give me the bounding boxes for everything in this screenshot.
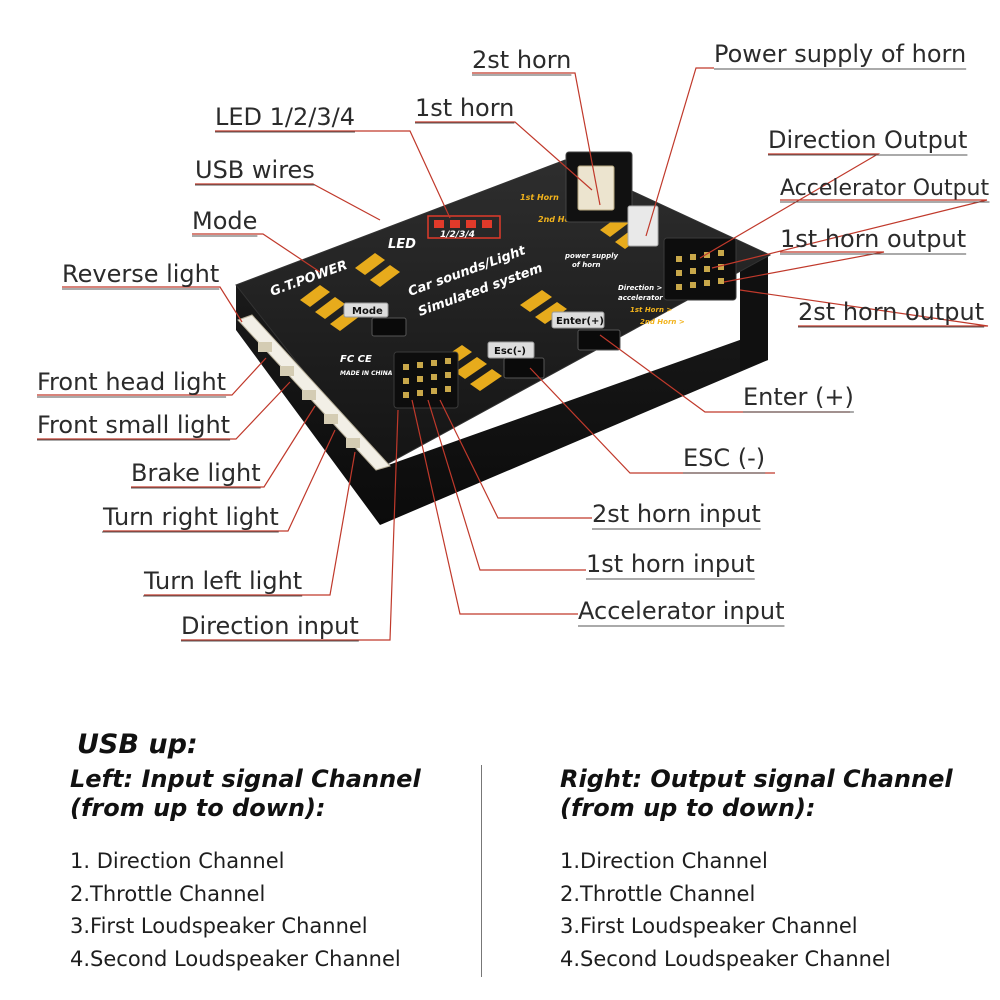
- input-heading-line-2: (from up to down):: [70, 794, 326, 822]
- input-channel-heading: Left: Input signal Channel (from up to d…: [70, 765, 490, 823]
- output-heading-line-1: Right: Output signal Channel: [560, 765, 953, 793]
- label-led: LED 1/2/3/4: [215, 103, 355, 131]
- label-1st-horn-input: 1st horn input: [586, 550, 755, 578]
- horn-power-connector[interactable]: [627, 205, 659, 247]
- controller-device: G.T.POWER Car sounds/Light Simulated sys…: [235, 151, 772, 525]
- input-channel-column: Left: Input signal Channel (from up to d…: [70, 765, 490, 975]
- callout-labels: 2st horn Power supply of horn LED 1/2/3/…: [37, 40, 990, 642]
- silk-2nd-horn: 2nd Horn: [538, 215, 580, 224]
- output-pin-header[interactable]: [663, 237, 737, 301]
- led-2: [450, 220, 460, 228]
- case-side-wall: [740, 255, 768, 370]
- led-label: LED: [388, 237, 416, 252]
- list-item: 3.First Loudspeaker Channel: [560, 914, 858, 938]
- input-heading-line-1: Left: Input signal Channel: [70, 765, 421, 793]
- output-channel-column: Right: Output signal Channel (from up to…: [560, 765, 980, 975]
- label-enter: Enter (+): [743, 383, 854, 411]
- list-item: 3.First Loudspeaker Channel: [70, 914, 368, 938]
- input-pin-header[interactable]: [393, 351, 459, 409]
- input-channel-list: 1. Direction Channel 2.Throttle Channel …: [70, 845, 490, 975]
- esc-button-plate: [487, 341, 535, 359]
- enter-button[interactable]: Enter(+): [551, 311, 621, 351]
- usb-notes: USB up: Left: Input signal Channel (from…: [0, 725, 1000, 1000]
- label-accelerator-input: Accelerator input: [578, 597, 784, 625]
- horn-connector-block[interactable]: [565, 151, 659, 247]
- label-direction-input: Direction input: [181, 612, 359, 640]
- list-item: 4.Second Loudspeaker Channel: [70, 946, 401, 971]
- silk-r-2nd-horn: 2nd Horn >: [640, 318, 685, 326]
- label-1st-horn-output: 1st horn output: [780, 225, 966, 253]
- label-turn-left-light: Turn left light: [143, 567, 302, 595]
- silk-r-1st-horn: 1st Horn >: [630, 306, 672, 314]
- led-1: [434, 220, 444, 228]
- label-2st-horn-input: 2st horn input: [592, 500, 761, 528]
- label-usb-wires: USB wires: [195, 156, 315, 184]
- silk-accelerator: accelerator >: [618, 294, 671, 302]
- device-diagram: G.T.POWER Car sounds/Light Simulated sys…: [37, 40, 990, 642]
- list-item: 1. Direction Channel: [70, 849, 285, 873]
- label-direction-output: Direction Output: [768, 126, 967, 154]
- label-2st-horn: 2st horn: [472, 46, 571, 74]
- silk-power-supply: power supply: [564, 252, 618, 260]
- case-front-wall: [236, 285, 768, 525]
- light-connector-row[interactable]: [237, 314, 391, 471]
- usb-up-heading: USB up:: [77, 729, 198, 760]
- label-reverse-light: Reverse light: [62, 260, 219, 288]
- made-in-label: MADE IN CHINA: [340, 370, 393, 377]
- mode-button[interactable]: Mode: [343, 302, 407, 337]
- label-esc: ESC (-): [683, 444, 765, 472]
- silk-1st-horn: 1st Horn: [520, 193, 559, 202]
- led-bar: [427, 215, 501, 239]
- label-front-head-light: Front head light: [37, 368, 226, 396]
- output-channel-list: 1.Direction Channel 2.Throttle Channel 3…: [560, 845, 980, 975]
- list-item: 1.Direction Channel: [560, 849, 768, 873]
- mode-button-label: Mode: [352, 306, 383, 317]
- mode-button-plate: [343, 302, 389, 318]
- label-2st-horn-output: 2st horn output: [798, 298, 984, 326]
- label-power-supply-of-horn: Power supply of horn: [714, 40, 966, 68]
- enter-button-plate: [551, 311, 605, 329]
- enter-button-label: Enter(+): [556, 316, 604, 327]
- silk-direction: Direction >: [618, 284, 663, 292]
- led-4: [482, 220, 492, 228]
- list-item: 2.Throttle Channel: [70, 881, 266, 906]
- label-accelerator-output: Accelerator Output: [780, 176, 989, 201]
- label-1st-horn: 1st horn: [415, 94, 514, 122]
- output-heading-line-2: (from up to down):: [560, 794, 816, 822]
- label-mode: Mode: [192, 207, 257, 235]
- cert-marks: FC CE: [340, 354, 372, 365]
- led-3: [466, 220, 476, 228]
- output-channel-heading: Right: Output signal Channel (from up to…: [560, 765, 980, 823]
- list-item: 4.Second Loudspeaker Channel: [560, 946, 891, 971]
- label-brake-light: Brake light: [131, 459, 261, 487]
- label-turn-right-light: Turn right light: [102, 503, 279, 531]
- esc-button-label: Esc(-): [494, 346, 526, 357]
- label-front-small-light: Front small light: [37, 411, 230, 439]
- led-numbers: 1/2/3/4: [440, 230, 475, 240]
- list-item: 2.Throttle Channel: [560, 881, 756, 906]
- silk-of-horn: of horn: [572, 261, 601, 269]
- column-divider: [481, 765, 482, 977]
